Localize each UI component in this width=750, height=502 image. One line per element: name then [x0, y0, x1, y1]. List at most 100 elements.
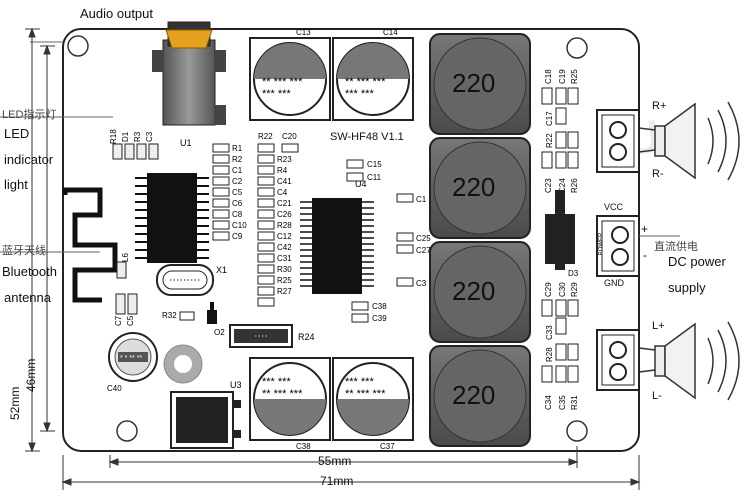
- svg-text:C3: C3: [416, 279, 427, 288]
- svg-text:C33: C33: [545, 325, 554, 340]
- svg-text:R4: R4: [277, 166, 288, 175]
- callout-dc-en-2: supply: [668, 280, 706, 295]
- svg-text:R2: R2: [232, 155, 243, 164]
- svg-text:D3: D3: [568, 269, 579, 278]
- svg-text:U4: U4: [355, 179, 367, 189]
- terminal-power: [596, 215, 640, 277]
- svg-text:C38: C38: [296, 442, 311, 451]
- svg-text:C26: C26: [277, 210, 292, 219]
- svg-text:C25: C25: [416, 234, 431, 243]
- terminal-right-speaker: [596, 109, 640, 173]
- svg-text:C17: C17: [545, 111, 554, 126]
- inductor-value: 220: [452, 380, 496, 410]
- callout-dc-cn: 直流供电: [654, 241, 698, 253]
- svg-text:* * ** **: * * ** **: [120, 355, 142, 362]
- svg-text:C3: C3: [145, 131, 154, 142]
- svg-text:C18: C18: [544, 69, 553, 84]
- bt-chip: [135, 173, 209, 263]
- port-power: POWER: [598, 232, 605, 256]
- svg-text:R28: R28: [545, 347, 554, 362]
- inductor-value: 220: [452, 172, 496, 202]
- resistor-r24: R24: [229, 324, 315, 348]
- svg-text:R32: R32: [162, 311, 177, 320]
- dimension-height-outer: 52mm: [8, 386, 22, 420]
- speaker-right-icon: [638, 101, 740, 181]
- svg-text:C6: C6: [232, 199, 243, 208]
- svg-text:C10: C10: [232, 221, 247, 230]
- svg-text:** *** ***: ** *** ***: [345, 388, 386, 400]
- svg-text:O2: O2: [214, 328, 225, 337]
- svg-text:R24: R24: [298, 332, 315, 342]
- svg-text:L6: L6: [121, 253, 130, 262]
- svg-text:R25: R25: [277, 276, 292, 285]
- svg-text:C38: C38: [372, 302, 387, 311]
- svg-text:*** ***: *** ***: [345, 88, 374, 100]
- callout-bt-cn: 蓝牙天线: [2, 245, 46, 257]
- capacitor-c40: * * ** ** C40: [107, 332, 158, 393]
- regulator-u3: U3: [170, 380, 242, 449]
- dimension-lines: [25, 27, 641, 490]
- callout-led-en-3: light: [4, 177, 28, 192]
- inductor-4: [429, 345, 531, 447]
- port-minus: -: [643, 248, 647, 262]
- svg-text:C12: C12: [277, 232, 292, 241]
- svg-text:C2: C2: [232, 177, 243, 186]
- svg-text:R26: R26: [570, 178, 579, 193]
- svg-text:C24: C24: [558, 178, 567, 193]
- svg-text:C35: C35: [558, 395, 567, 410]
- right-passives: C18 C19 R25 C17 R22 C23 C24 R26 C29 C30 …: [541, 69, 579, 410]
- inductor-value: 220: [452, 68, 496, 98]
- svg-text:C1: C1: [416, 195, 427, 204]
- svg-text:*** ***: *** ***: [262, 376, 291, 388]
- port-gnd: GND: [604, 278, 624, 288]
- port-l-plus: L+: [652, 320, 665, 332]
- mount-hole: [67, 35, 89, 57]
- mount-hole: [566, 37, 588, 59]
- dimension-height-inner: 46mm: [24, 358, 38, 392]
- port-r-minus: R-: [652, 168, 664, 180]
- svg-text:C14: C14: [383, 28, 398, 37]
- capacitor-c13: ** *** *** *** *** C13: [249, 28, 331, 121]
- svg-text:R27: R27: [277, 287, 292, 296]
- svg-text:C8: C8: [232, 210, 243, 219]
- svg-text:C37: C37: [380, 442, 395, 451]
- board-model: SW-HF48 V1.1: [330, 131, 404, 143]
- callout-dc-en-1: DC power: [668, 254, 726, 269]
- mount-hole: [566, 420, 588, 442]
- svg-text:C9: C9: [232, 232, 243, 241]
- transistor-o2: R32 O2: [162, 302, 225, 337]
- svg-text:C15: C15: [367, 160, 382, 169]
- callout-bt-en-1: Bluetooth: [2, 264, 57, 279]
- svg-text:R30: R30: [277, 265, 292, 274]
- port-plus: +: [641, 222, 649, 236]
- leader-lines: [0, 41, 680, 253]
- svg-text:C11: C11: [367, 173, 382, 182]
- svg-text:C5: C5: [232, 188, 243, 197]
- svg-text:R25: R25: [570, 69, 579, 84]
- svg-text:R31: R31: [570, 395, 579, 410]
- svg-text:R29: R29: [570, 282, 579, 297]
- svg-text:C19: C19: [558, 69, 567, 84]
- audio-jack-u1: U1: [152, 21, 226, 148]
- inductor-value: 220: [452, 276, 496, 306]
- callout-led-en-1: LED: [4, 126, 30, 141]
- capacitor-c38: ** *** *** *** *** C38: [249, 357, 331, 451]
- svg-text:D1: D1: [121, 131, 130, 142]
- svg-text:R1: R1: [232, 144, 243, 153]
- callout-audio-output: Audio output: [80, 6, 154, 21]
- port-r-plus: R+: [652, 100, 667, 112]
- svg-text:C7: C7: [114, 315, 123, 326]
- callout-led-en-2: indicator: [4, 152, 54, 167]
- svg-text:*** ***: *** ***: [262, 88, 291, 100]
- crystal-x1: X1: [156, 264, 227, 296]
- port-l-minus: L-: [652, 390, 662, 402]
- svg-text:** *** ***: ** *** ***: [262, 388, 303, 400]
- svg-text:C42: C42: [277, 243, 292, 252]
- bluetooth-antenna-trace: [62, 187, 118, 303]
- svg-text:C31: C31: [277, 254, 292, 263]
- svg-text:C39: C39: [372, 314, 387, 323]
- speaker-left-icon: [638, 321, 740, 401]
